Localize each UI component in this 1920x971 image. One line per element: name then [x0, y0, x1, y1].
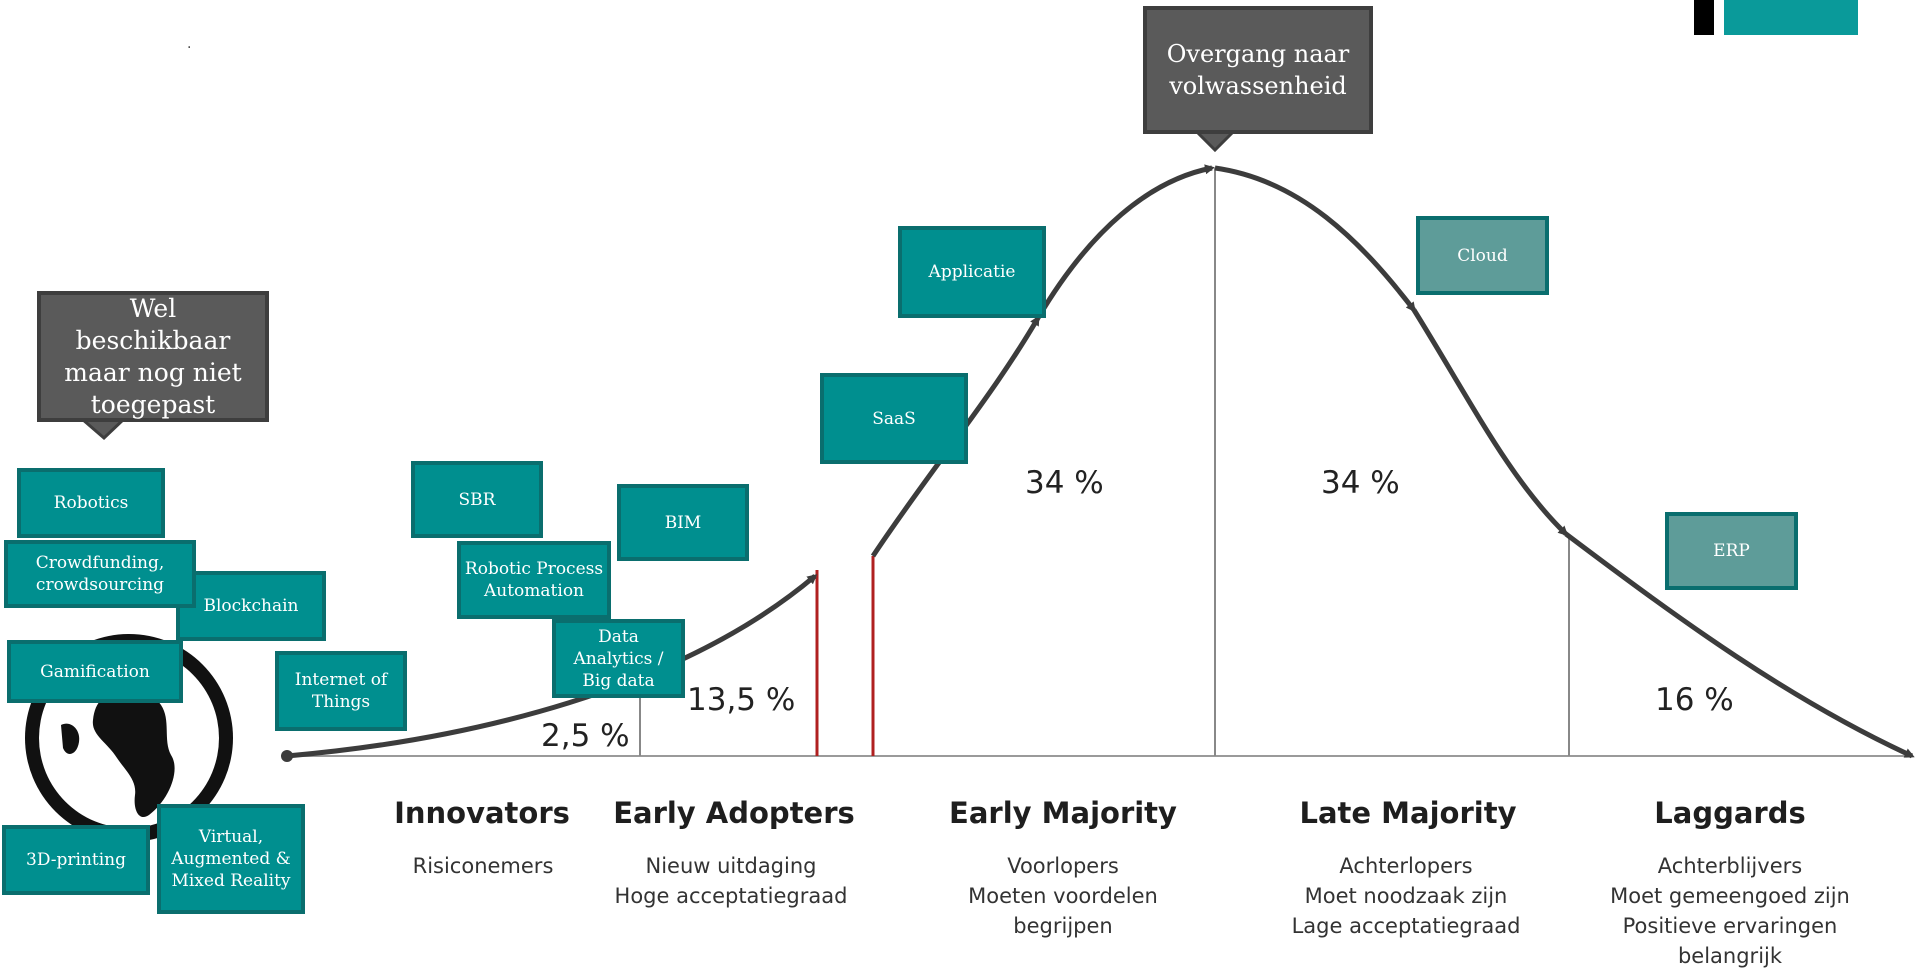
stage-title-early-majority: Early Majority: [949, 796, 1177, 830]
stage-desc-early-majority: Voorlopers Moeten voordelen begrijpen: [968, 854, 1158, 938]
tech-bim[interactable]: BIM: [617, 484, 749, 561]
stage-title-innovators: Innovators: [394, 796, 570, 830]
tech-virtual-augmented-mixed-reality[interactable]: Virtual, Augmented & Mixed Reality: [157, 804, 305, 914]
callout-available-not-applied: Wel beschikbaar maar nog niet toegepast: [37, 291, 269, 422]
tech-gamification[interactable]: Gamification: [7, 640, 183, 703]
tech-applicatie[interactable]: Applicatie: [898, 226, 1046, 318]
curve-segment-early-majority-2: [1035, 164, 1215, 320]
stage-title-laggards: Laggards: [1654, 796, 1806, 830]
corner-black-bar: [1694, 0, 1714, 35]
tech-blockchain[interactable]: Blockchain: [176, 571, 326, 641]
tech-crowdfunding[interactable]: Crowdfunding, crowdsourcing: [4, 540, 196, 608]
stage-desc-laggards: Achterblijvers Moet gemeengoed zijn Posi…: [1610, 854, 1850, 968]
curve-segment-late-majority-2: [1411, 308, 1569, 537]
pct-innovators: 2,5 %: [541, 718, 630, 754]
curve-segment-innovators: [286, 574, 818, 759]
tech-robotic-process-automation[interactable]: Robotic Process Automation: [457, 541, 611, 619]
stage-desc-late-majority: Achterlopers Moet noodzaak zijn Lage acc…: [1291, 854, 1521, 938]
pct-early-adopters: 13,5 %: [687, 682, 796, 718]
tech-erp[interactable]: ERP: [1665, 512, 1798, 590]
tech-cloud[interactable]: Cloud: [1416, 216, 1549, 295]
pct-laggards: 16 %: [1655, 682, 1734, 718]
tech-internet-of-things[interactable]: Internet of Things: [275, 651, 407, 731]
tech-3d-printing[interactable]: 3D-printing: [2, 825, 150, 895]
stage-desc-innovators: Risiconemers: [412, 854, 554, 878]
tech-saas[interactable]: SaaS: [820, 373, 968, 464]
pct-early-majority: 34 %: [1025, 465, 1104, 501]
stray-dot: .: [187, 36, 192, 52]
stage-title-early-adopters: Early Adopters: [613, 796, 855, 830]
corner-teal-bar: [1724, 0, 1858, 35]
tech-robotics[interactable]: Robotics: [17, 468, 165, 538]
tech-data-analytics-big-data[interactable]: Data Analytics / Big data: [552, 619, 685, 698]
curve-segment-laggards: [1564, 532, 1915, 759]
pct-late-majority: 34 %: [1321, 465, 1400, 501]
tech-sbr[interactable]: SBR: [411, 461, 543, 538]
curve-segment-late-majority-1: [1214, 165, 1416, 313]
callout-transition-to-maturity: Overgang naar volwassenheid: [1143, 6, 1373, 134]
stage-title-late-majority: Late Majority: [1299, 796, 1517, 830]
stage-desc-early-adopters: Nieuw uitdaging Hoge acceptatiegraad: [614, 854, 848, 908]
